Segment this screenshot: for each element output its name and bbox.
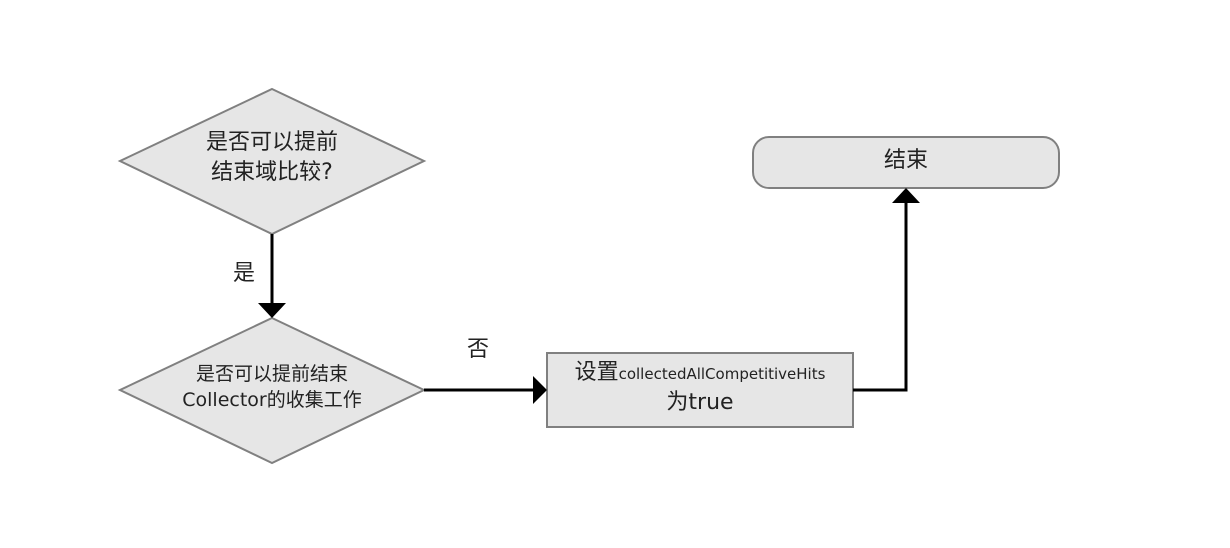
- decision-early-terminate-field-compare-label: 是否可以提前 结束域比较?: [172, 128, 372, 187]
- edge-no-arrowhead: [533, 376, 547, 404]
- process-prefix: 设置: [574, 360, 619, 385]
- process-line2: 为true: [666, 389, 734, 415]
- decision-early-terminate-collector-shape: [117, 316, 427, 465]
- decision1-line1: 是否可以提前: [205, 130, 338, 155]
- edge-to-end-connector: [853, 203, 908, 392]
- decision1-line2: 结束域比较?: [211, 159, 333, 185]
- edge-yes-arrowhead: [258, 303, 286, 318]
- process-set-flag-shape: [546, 352, 854, 428]
- process-set-flag-label: 设置collectedAllCompetitiveHits 为true: [547, 358, 853, 417]
- edge-no-label: 否: [466, 337, 489, 362]
- process-variable-name: collectedAllCompetitiveHits: [618, 365, 826, 383]
- decision2-line2: Collector的收集工作: [182, 388, 362, 411]
- decision-early-terminate-collector-label: 是否可以提前结束 Collector的收集工作: [152, 362, 392, 413]
- edge-yes-label: 是: [232, 261, 255, 286]
- edge-to-end-arrowhead: [892, 188, 920, 203]
- decision2-line1: 是否可以提前结束: [195, 363, 348, 385]
- end-terminator-label: 结束: [883, 148, 928, 173]
